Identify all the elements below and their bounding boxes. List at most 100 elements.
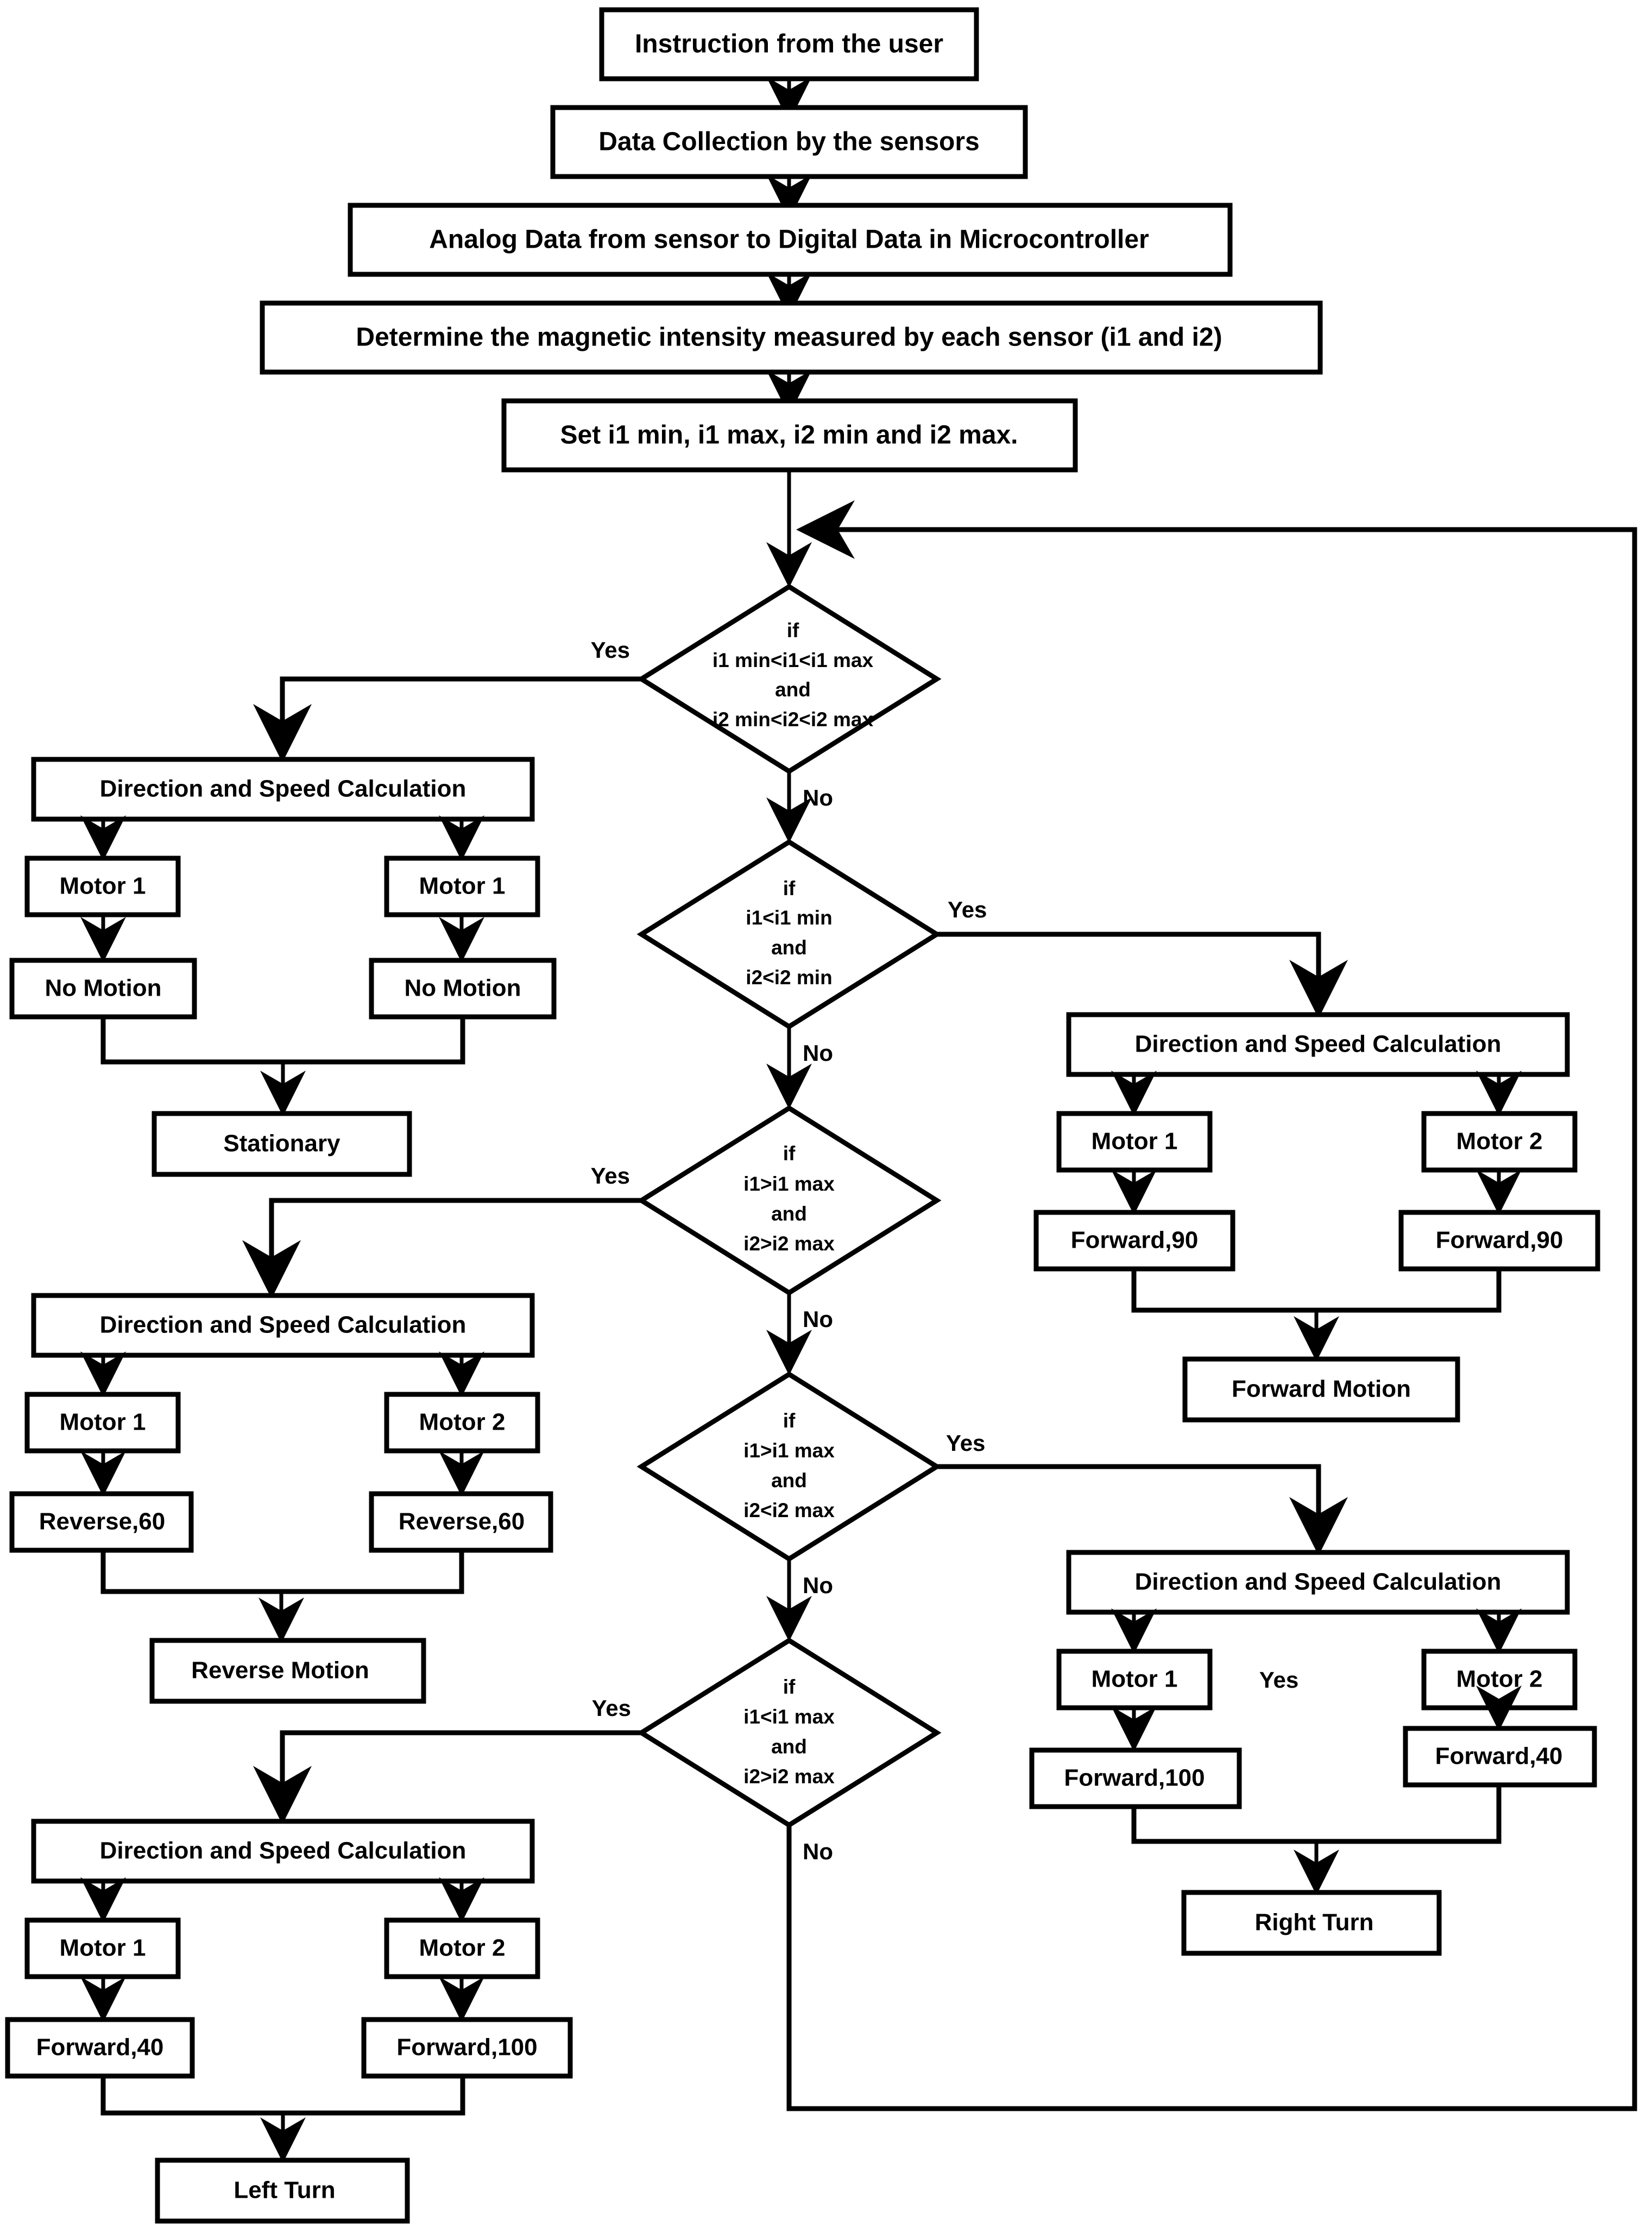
action-label-left: Forward,90 bbox=[1071, 1227, 1199, 1254]
decision-line2: i1<i1 min bbox=[746, 907, 832, 929]
result-label: Reverse Motion bbox=[191, 1657, 369, 1684]
decision-d2-below-min: if i1<i1 min and i2<i2 min Yes No bbox=[636, 839, 1348, 1066]
node-label: Determine the magnetic intensity measure… bbox=[356, 323, 1222, 352]
motor-label-right: Motor 2 bbox=[419, 1409, 506, 1436]
action-label-right: Forward,90 bbox=[1436, 1227, 1563, 1254]
action-box-right bbox=[369, 1491, 553, 1553]
edge-d5no-loopback bbox=[786, 500, 1637, 2111]
branch-left-turn: Direction and Speed Calculation Motor 1 … bbox=[5, 1819, 573, 2224]
motor-label-right: Motor 1 bbox=[419, 873, 506, 900]
decision-no-label: No bbox=[803, 785, 833, 810]
calc-box bbox=[1066, 1012, 1570, 1077]
decision-line2: i1>i1 max bbox=[743, 1439, 835, 1462]
result-box bbox=[149, 1638, 426, 1704]
motor-label-right: Motor 2 bbox=[1456, 1128, 1543, 1155]
action-label-right: Reverse,60 bbox=[399, 1508, 525, 1535]
motor-box-left bbox=[24, 1392, 181, 1454]
decision-line4: i2<i2 min bbox=[746, 966, 832, 989]
edge-d2-yes bbox=[937, 932, 1348, 1018]
action-label-left: Forward,40 bbox=[36, 2034, 164, 2061]
edge-merge bbox=[100, 1017, 465, 1065]
process-box bbox=[550, 105, 1028, 179]
process-box bbox=[599, 7, 979, 81]
decision-d3-above-max: if i1>i1 max and i2>i2 max Yes No bbox=[242, 1105, 942, 1332]
node-determine-intensity: Determine the magnetic intensity measure… bbox=[260, 300, 1323, 375]
motor-label-left: Motor 1 bbox=[1092, 1128, 1178, 1155]
node-label: Analog Data from sensor to Digital Data … bbox=[429, 225, 1149, 254]
calc-label: Direction and Speed Calculation bbox=[100, 1312, 466, 1338]
decision-shape bbox=[636, 1637, 942, 1828]
decision-shape bbox=[636, 839, 942, 1030]
result-label: Left Turn bbox=[234, 2177, 335, 2204]
result-box bbox=[152, 1111, 412, 1177]
decision-line2: i1>i1 max bbox=[743, 1173, 835, 1195]
action-label-left: No Motion bbox=[45, 975, 161, 1002]
branch-stationary: Direction and Speed Calculation Motor 1 … bbox=[9, 757, 557, 1177]
action-box-right bbox=[361, 2017, 573, 2079]
decision-line1: if bbox=[783, 877, 796, 900]
motor-label-left: Motor 1 bbox=[60, 1409, 146, 1436]
edge-merge bbox=[100, 1550, 464, 1594]
node-analog-to-digital: Analog Data from sensor to Digital Data … bbox=[348, 203, 1233, 277]
calc-label: Direction and Speed Calculation bbox=[1135, 1031, 1502, 1058]
calc-label: Direction and Speed Calculation bbox=[1135, 1569, 1502, 1595]
process-box bbox=[348, 203, 1233, 277]
node-label: Instruction from the user bbox=[635, 30, 943, 59]
action-box-left bbox=[1029, 1747, 1242, 1809]
result-box bbox=[1181, 1890, 1442, 1956]
action-label-right: Forward,100 bbox=[396, 2034, 537, 2061]
decision-line4: i2>i2 max bbox=[743, 1765, 835, 1788]
result-box bbox=[1182, 1356, 1460, 1423]
result-label: Stationary bbox=[223, 1130, 341, 1157]
decision-no-label: No bbox=[803, 1573, 833, 1598]
node-set-thresholds: Set i1 min, i1 max, i2 min and i2 max. bbox=[501, 398, 1078, 473]
action-label-left: Forward,100 bbox=[1064, 1765, 1205, 1791]
decision-yes-label: Yes bbox=[591, 1163, 630, 1188]
action-label-right: No Motion bbox=[404, 975, 521, 1002]
result-label: Right Turn bbox=[1254, 1909, 1373, 1936]
decision-d1-in-range: if i1 min<i1<i1 max and i2 min<i2<i2 max… bbox=[253, 583, 942, 810]
action-label-left: Reverse,60 bbox=[39, 1508, 165, 1535]
motor-box-right bbox=[384, 856, 540, 917]
branch-reverse-motion: Direction and Speed Calculation Motor 1 … bbox=[9, 1293, 553, 1704]
decision-line1: if bbox=[787, 619, 799, 641]
decision-line4: i2<i2 max bbox=[743, 1499, 835, 1521]
branch-forward-motion: Direction and Speed Calculation Motor 1 … bbox=[1033, 1012, 1600, 1423]
calc-box bbox=[31, 757, 535, 822]
action-box-left bbox=[5, 2017, 195, 2079]
decision-shape bbox=[636, 583, 942, 775]
decision-yes-label: Yes bbox=[946, 1430, 985, 1456]
edge-d4-yes bbox=[937, 1464, 1348, 1556]
action-box-right bbox=[369, 958, 557, 1020]
decision-d5-left-turn-test: if i1<i1 max and i2>i2 max Yes No bbox=[253, 1637, 942, 1864]
decision-line1: if bbox=[783, 1676, 796, 1698]
decision-line3: and bbox=[771, 1735, 807, 1758]
motor-label-left: Motor 1 bbox=[1092, 1666, 1178, 1693]
decision-line3: and bbox=[771, 1203, 807, 1225]
decision-line3: and bbox=[771, 1469, 807, 1492]
motor-label-right: Motor 2 bbox=[1456, 1666, 1543, 1693]
motor-label-left: Motor 1 bbox=[60, 1935, 146, 1961]
motor-box-left bbox=[24, 1917, 181, 1979]
decision-no-label: No bbox=[803, 1040, 833, 1066]
decision-line1: if bbox=[783, 1410, 796, 1432]
decision-line2: i1 min<i1<i1 max bbox=[712, 649, 874, 671]
process-box bbox=[260, 300, 1323, 375]
decision-line1: if bbox=[783, 1142, 796, 1165]
decision-no-label: No bbox=[803, 1839, 833, 1864]
decision-line3: and bbox=[771, 936, 807, 959]
decision-line4: i2 min<i2<i2 max bbox=[712, 708, 874, 731]
decision-line2: i1<i1 max bbox=[743, 1706, 835, 1728]
decision-yes-label: Yes bbox=[591, 637, 630, 663]
calc-box bbox=[31, 1819, 535, 1884]
stray-yes-label: Yes bbox=[1259, 1667, 1298, 1693]
edge-merge bbox=[1131, 1269, 1502, 1313]
result-label: Forward Motion bbox=[1232, 1376, 1411, 1402]
result-box bbox=[155, 2158, 410, 2224]
edge-d3-yes bbox=[242, 1198, 641, 1299]
action-label-right: Forward,40 bbox=[1435, 1743, 1563, 1770]
calc-label: Direction and Speed Calculation bbox=[100, 776, 466, 802]
edge-merge bbox=[100, 2076, 465, 2116]
decision-d4-right-turn-test: if i1>i1 max and i2<i2 max Yes No bbox=[636, 1371, 1348, 1598]
action-box-right bbox=[1398, 1210, 1600, 1272]
